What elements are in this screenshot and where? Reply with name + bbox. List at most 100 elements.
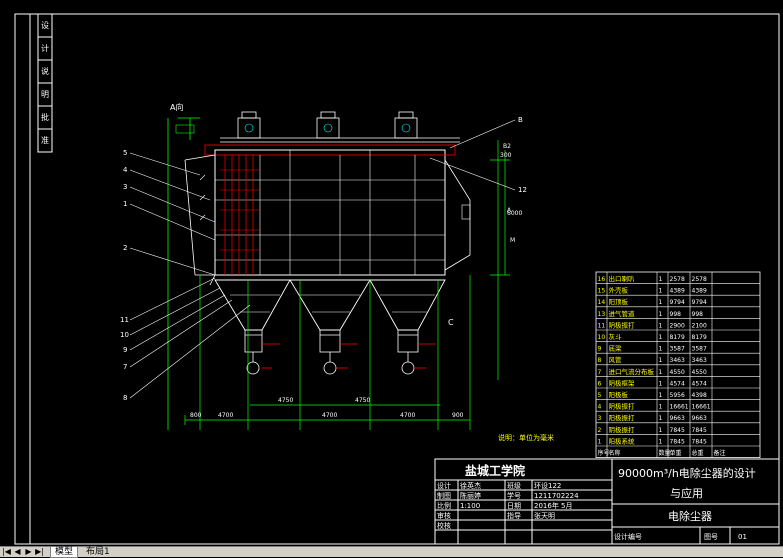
parts-list-cell: 4550 bbox=[692, 369, 707, 376]
parts-list-cell: 1 bbox=[659, 438, 663, 445]
title-block-cell: 环设122 bbox=[534, 481, 561, 490]
parts-list-cell: 4574 bbox=[670, 380, 685, 387]
parts-list-name: 阴极振打 bbox=[609, 320, 636, 329]
parts-list-cell: 4550 bbox=[670, 369, 685, 376]
dim-right-0: 300 bbox=[500, 152, 512, 159]
dim-bottom-3: 4700 bbox=[400, 412, 415, 419]
parts-list-cell: 3587 bbox=[692, 346, 707, 353]
parts-list-cell: 2578 bbox=[692, 276, 707, 283]
callout-7: 7 bbox=[123, 363, 127, 371]
parts-list-cell: 8179 bbox=[670, 334, 685, 341]
callout-3: 3 bbox=[123, 183, 127, 191]
dim-bottom-2: 4700 bbox=[322, 412, 337, 419]
parts-list-cell: 16661 bbox=[670, 404, 689, 411]
parts-list-name: 阴极框架 bbox=[609, 378, 636, 387]
side-strip-text-5: 准 bbox=[41, 135, 49, 145]
cad-drawing-canvas[interactable]: 设 计 说 明 批 准 A向 bbox=[0, 0, 783, 546]
parts-list-cell: 11 bbox=[598, 322, 606, 329]
parts-list-cell: 7845 bbox=[692, 427, 707, 434]
title-block-cell: 指导 bbox=[507, 511, 521, 520]
parts-list-cell: 7845 bbox=[670, 438, 685, 445]
tab-nav-first-icon[interactable]: |◀ bbox=[2, 547, 11, 556]
parts-list-cell: 3 bbox=[598, 415, 602, 422]
top-right-label-b2: B2 bbox=[503, 143, 511, 150]
tab-nav-prev-icon[interactable]: ◀ bbox=[14, 547, 21, 556]
title-block-cell: 日期 bbox=[507, 502, 521, 510]
title-block-cell: 审核 bbox=[437, 511, 451, 520]
parts-list-cell: 3463 bbox=[692, 357, 707, 364]
title-block-cell: 班级 bbox=[507, 481, 521, 490]
parts-list-cell: 7845 bbox=[670, 427, 685, 434]
parts-list-cell: 4398 bbox=[692, 392, 707, 399]
dim-bottom-0: 800 bbox=[190, 412, 202, 419]
parts-list-name: 阴极振打 bbox=[609, 402, 636, 411]
parts-list-cell: 4 bbox=[598, 404, 602, 411]
parts-list-name: 阳顶板 bbox=[609, 297, 629, 306]
canvas-background bbox=[0, 0, 783, 546]
callout-b: B bbox=[518, 116, 523, 124]
drawing-no-label: 设计编号 bbox=[614, 532, 642, 541]
drawing-note: 说明：单位为毫米 bbox=[498, 433, 554, 442]
side-strip-text-2: 说 bbox=[41, 66, 49, 76]
parts-list-header: 名称 bbox=[609, 449, 621, 457]
parts-list-cell: 4574 bbox=[692, 380, 707, 387]
tab-model[interactable]: 模型 bbox=[50, 547, 79, 558]
parts-list-cell: 7845 bbox=[692, 438, 707, 445]
parts-list-header: 序号 bbox=[598, 449, 610, 457]
parts-list-cell: 1 bbox=[659, 334, 663, 341]
title-block: 盐城工学院 90000m³/h电除尘器的设计 与应用 电除尘器 设计编号 图号 … bbox=[434, 458, 780, 545]
parts-list-cell: 1 bbox=[659, 369, 663, 376]
title-block-cell: 学号 bbox=[507, 491, 521, 500]
parts-list-name: 出口喇叭 bbox=[609, 274, 636, 283]
drawing-name: 电除尘器 bbox=[668, 509, 712, 523]
drawing-border-inner bbox=[29, 13, 780, 545]
parts-list-cell: 998 bbox=[670, 311, 682, 318]
parts-list-header: 数量 bbox=[659, 449, 671, 457]
parts-list-cell: 9663 bbox=[692, 415, 707, 422]
dim-bottom-1: 4700 bbox=[218, 412, 233, 419]
parts-list-cell: 1 bbox=[659, 427, 663, 434]
callout-11: 11 bbox=[120, 316, 129, 324]
parts-list-cell: 5 bbox=[598, 392, 602, 399]
parts-list-name: 阳极板 bbox=[609, 390, 629, 399]
parts-list-name: 风管 bbox=[609, 355, 623, 364]
parts-list-header: 总重 bbox=[692, 449, 704, 457]
parts-list-cell: 1 bbox=[659, 357, 663, 364]
parts-list-cell: 15 bbox=[598, 288, 606, 295]
tab-nav-next-icon[interactable]: ▶ bbox=[25, 547, 32, 556]
tab-layout1[interactable]: 布局1 bbox=[86, 547, 110, 557]
callout-8: 8 bbox=[123, 394, 127, 402]
parts-list-cell: 4389 bbox=[692, 288, 707, 295]
title-block-cell: 制图 bbox=[437, 491, 451, 500]
side-strip-text-4: 批 bbox=[41, 112, 49, 122]
callout-1: 1 bbox=[123, 200, 127, 208]
title-block-cell: 1211702224 bbox=[534, 492, 579, 500]
callout-2: 2 bbox=[123, 244, 127, 252]
school-name: 盐城工学院 bbox=[465, 463, 525, 478]
parts-list-cell: 5956 bbox=[670, 392, 685, 399]
parts-list-cell: 4389 bbox=[670, 288, 685, 295]
side-strip-text-0: 设 bbox=[41, 20, 49, 30]
parts-list-cell: 2578 bbox=[670, 276, 685, 283]
title-block-cell: 陈丽婷 bbox=[460, 491, 481, 500]
layout-tab-bar: |◀ ◀ ▶ ▶| 模型 布局1 bbox=[0, 546, 783, 558]
parts-list-cell: 1 bbox=[659, 392, 663, 399]
parts-list-cell: 1 bbox=[659, 276, 663, 283]
callout-9: 9 bbox=[123, 346, 127, 354]
callout-10: 10 bbox=[120, 331, 129, 339]
parts-list-name: 进口气流分布板 bbox=[609, 367, 655, 376]
parts-list-cell: 1 bbox=[659, 380, 663, 387]
parts-list-cell: 8 bbox=[598, 357, 602, 364]
parts-list-name: 阳极系统 bbox=[609, 436, 636, 445]
tab-nav-last-icon[interactable]: ▶| bbox=[35, 547, 44, 556]
parts-list-cell: 2 bbox=[598, 427, 602, 434]
title-block-cell: 张天明 bbox=[534, 511, 555, 520]
callout-12: 12 bbox=[518, 186, 527, 194]
title-block-cell: 1:100 bbox=[460, 502, 480, 510]
parts-list-cell: 1 bbox=[659, 404, 663, 411]
parts-list-cell: 2900 bbox=[670, 322, 685, 329]
page-value: 01 bbox=[738, 533, 747, 541]
parts-list-cell: 16 bbox=[598, 276, 606, 283]
